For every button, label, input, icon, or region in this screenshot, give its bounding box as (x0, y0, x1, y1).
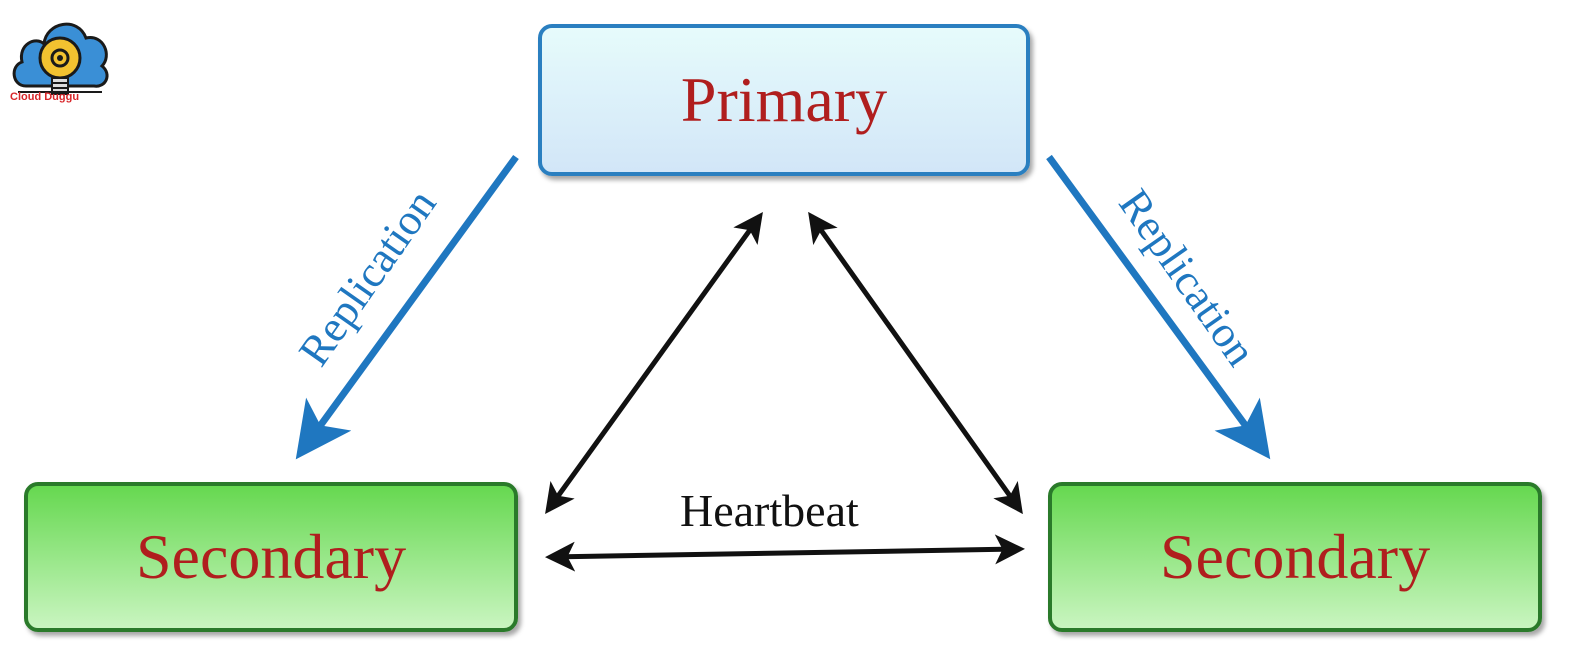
heartbeat-arrow-bottom (545, 534, 1025, 572)
primary-label: Primary (680, 64, 888, 135)
cloud-lightbulb-icon (12, 22, 109, 95)
replication-arrow-right (1046, 154, 1271, 460)
primary-node: Primary (538, 24, 1030, 176)
secondary-node-left: Secondary (24, 482, 518, 632)
heartbeat-arrow-primary-right (808, 211, 1023, 515)
secondary-right-label: Secondary (1159, 521, 1431, 592)
secondary-node-right: Secondary (1048, 482, 1542, 632)
replication-arrow-left (295, 154, 519, 460)
heartbeat-label: Heartbeat (680, 485, 859, 536)
logo-text: Cloud Duggu (10, 91, 80, 103)
secondary-left-label: Secondary (135, 521, 407, 592)
heartbeat-arrow-primary-left (545, 211, 763, 515)
cloud-duggu-logo (8, 8, 112, 112)
